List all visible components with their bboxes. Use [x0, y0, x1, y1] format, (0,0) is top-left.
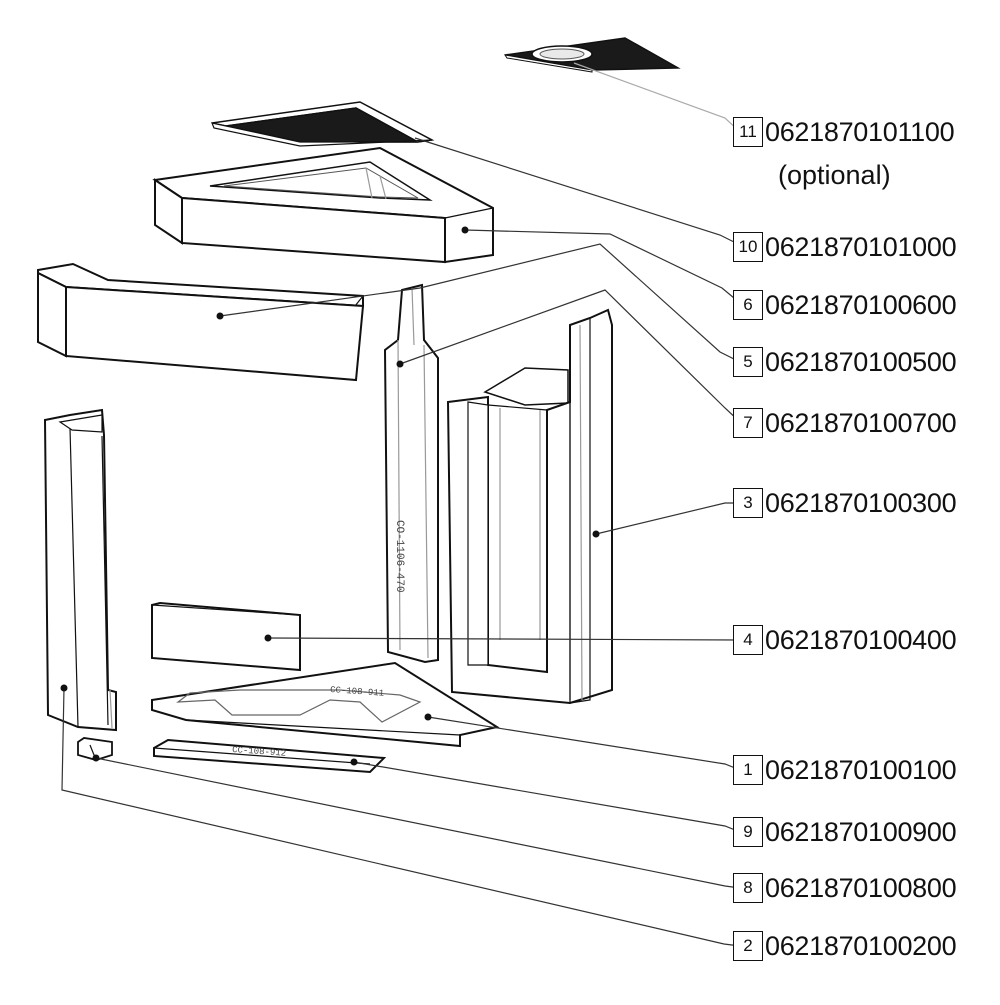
part-number: 0621870100200 [765, 930, 957, 961]
leader-8 [95, 757, 741, 889]
callout-7: 7 0621870100700 [733, 405, 957, 441]
part-number: 0621870100900 [765, 816, 957, 847]
callout-number: 9 [733, 817, 763, 847]
part-9-strip: CC-108-912 [153, 738, 387, 774]
part-6-top-frame [152, 146, 494, 264]
leader-7 [399, 289, 741, 423]
callout-3: 3 0621870100300 [733, 485, 957, 521]
callout-number: 1 [733, 755, 763, 785]
part-number: 0621870100300 [765, 487, 957, 518]
leader-1 [427, 716, 741, 771]
part-9-engraving: CC-108-912 [232, 745, 287, 759]
leader-6 [464, 229, 741, 304]
part-10-grille [211, 101, 435, 147]
callout-5: 5 0621870100500 [733, 344, 957, 380]
callout-9: 9 0621870100900 [733, 814, 957, 850]
dot-9 [350, 758, 358, 766]
callout-number: 8 [733, 873, 763, 903]
callout-number: 10 [733, 232, 763, 262]
dot-2 [60, 684, 68, 692]
callout-1: 1 0621870100100 [733, 752, 957, 788]
callout-8: 8 0621870100800 [733, 870, 957, 906]
part-number: 0621870100100 [765, 754, 957, 785]
callout-number: 5 [733, 347, 763, 377]
callout-4: 4 0621870100400 [733, 622, 957, 658]
callout-11: 11 0621870101100 [733, 114, 955, 150]
dot-1 [424, 713, 432, 721]
leader-3 [595, 502, 740, 535]
callout-2: 2 0621870100200 [733, 928, 957, 964]
dot-4 [264, 634, 272, 642]
callout-6: 6 0621870100600 [733, 287, 957, 323]
optional-note: (optional) [778, 160, 891, 190]
dot-7 [396, 360, 404, 368]
callout-number: 4 [733, 625, 763, 655]
part-1-base-plate: CC-108-911 [151, 661, 500, 748]
leader-2 [61, 687, 741, 947]
part-2-left-post [43, 408, 117, 732]
callout-number: 11 [733, 117, 763, 147]
callout-number: 7 [733, 408, 763, 438]
callout-number: 6 [733, 290, 763, 320]
part-4-flat-panel [151, 601, 301, 672]
part-7-center-post: CO-1106-470 [383, 283, 439, 664]
leader-5 [219, 243, 741, 363]
part-5-long-beam [37, 262, 365, 382]
callout-number: 3 [733, 488, 763, 518]
part-3-tall-frame [446, 308, 613, 705]
part-number: 0621870100500 [765, 346, 957, 377]
part-1-engraving: CC-108-911 [330, 685, 385, 699]
part-number: 0621870101000 [765, 231, 957, 262]
dot-6 [461, 226, 469, 234]
dot-8 [92, 754, 100, 762]
part-7-engraving: CO-1106-470 [393, 520, 405, 593]
dot-5 [216, 312, 224, 320]
leader-dots [60, 226, 600, 766]
part-number: 0621870100600 [765, 289, 957, 320]
part-11-top-grille [503, 37, 681, 73]
callout-10: 10 0621870101000 [733, 229, 957, 265]
part-number: 0621870100400 [765, 624, 957, 655]
leader-11 [573, 62, 741, 133]
leader-9 [353, 761, 741, 833]
part-number: 0621870100800 [765, 872, 957, 903]
part-number: 0621870100700 [765, 407, 957, 438]
part-number: 0621870101100 [765, 116, 955, 147]
dot-3 [592, 530, 600, 538]
callout-number: 2 [733, 931, 763, 961]
leader-4 [267, 637, 741, 641]
